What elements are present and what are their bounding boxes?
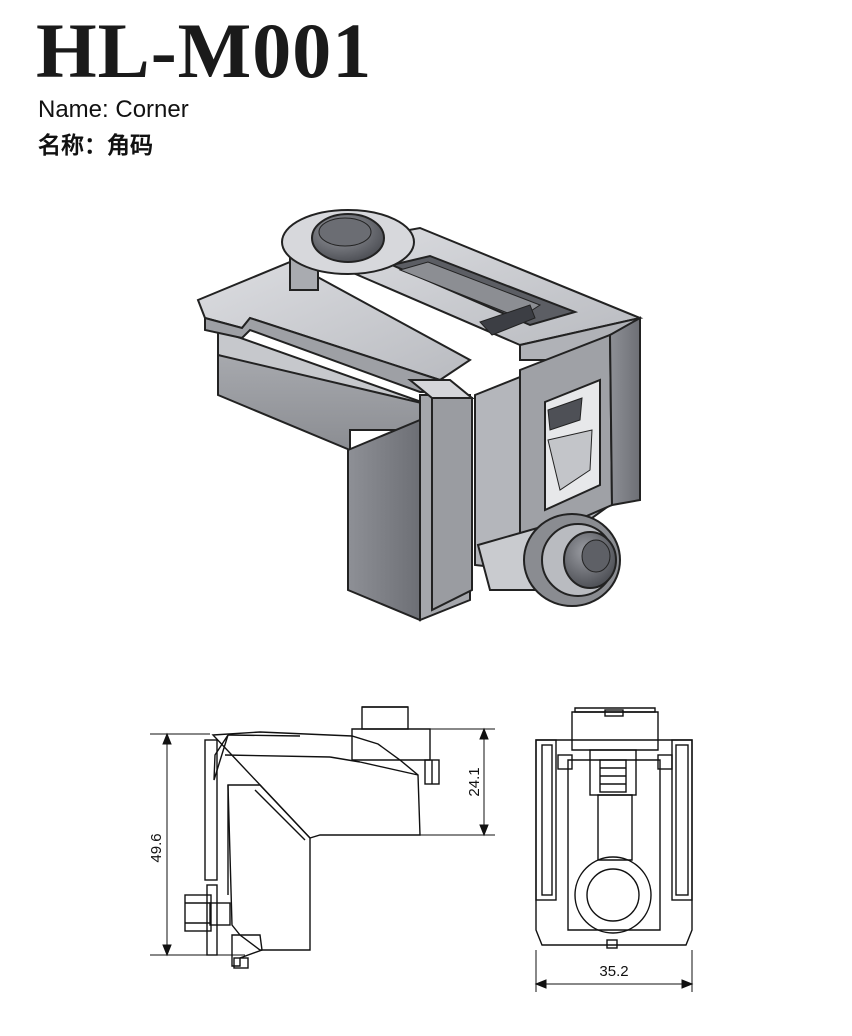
product-name-chinese: 名称：角码 bbox=[38, 132, 153, 158]
dimension-width: 35.2 bbox=[599, 963, 628, 980]
dimension-height-total: 49.6 bbox=[148, 833, 165, 862]
dimension-height-upper: 24.1 bbox=[466, 767, 483, 796]
product-name-english: Name: Corner bbox=[38, 96, 189, 123]
product-code-title: HL-M001 bbox=[36, 7, 373, 94]
